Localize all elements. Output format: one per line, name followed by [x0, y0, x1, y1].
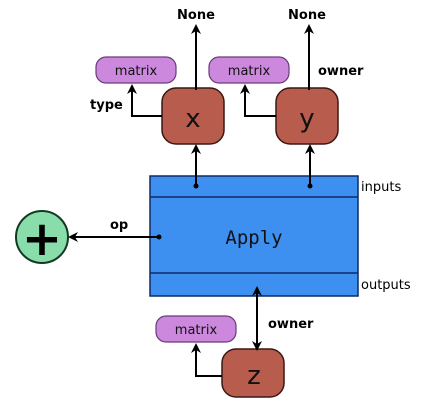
type-x-pill	[95, 56, 177, 84]
type-edge-z	[191, 343, 222, 377]
op-edge-label: op	[110, 218, 128, 233]
variable-z-label: z	[247, 361, 261, 391]
variable-x: x matrix None type	[90, 8, 225, 189]
type-y-pill	[208, 56, 290, 84]
apply-title: Apply	[225, 227, 282, 249]
variable-y-label: y	[299, 104, 314, 134]
op-edge-dot	[156, 234, 162, 240]
variable-z: z matrix owner	[155, 286, 314, 398]
input-edge-x-dot	[193, 183, 199, 189]
type-y-label: matrix	[228, 64, 271, 79]
op-node: + op	[15, 210, 162, 267]
inputs-label: inputs	[361, 180, 401, 195]
variable-x-label: x	[185, 104, 200, 134]
apply-box	[149, 175, 359, 297]
outputs-label: outputs	[361, 278, 411, 293]
type-x-label: matrix	[115, 64, 158, 79]
type-z-label: matrix	[175, 323, 218, 338]
owner-y-edge-label: owner	[318, 64, 364, 79]
type-edge-y	[240, 84, 276, 117]
plus-icon: +	[22, 211, 62, 267]
type-edge-x	[127, 84, 162, 117]
apply-node: Apply inputs outputs	[149, 175, 411, 297]
owner-z-edge-label: owner	[268, 317, 314, 332]
type-z-pill	[155, 315, 237, 343]
type-edge-label: type	[90, 98, 123, 113]
owner-x-label: None	[177, 8, 215, 23]
owner-y-label: None	[288, 8, 326, 23]
variable-y: y matrix None owner	[208, 8, 364, 189]
input-edge-y-dot	[307, 183, 313, 189]
